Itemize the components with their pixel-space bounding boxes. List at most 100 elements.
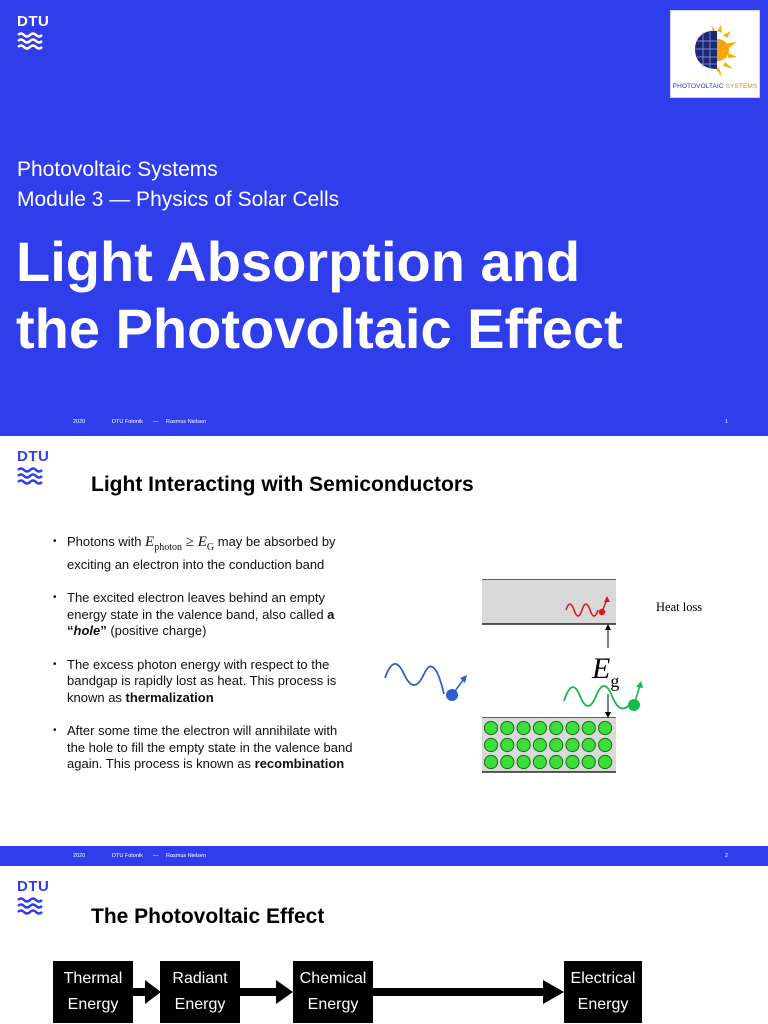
excitation-wave bbox=[563, 685, 631, 710]
module-name: Module 3 — Physics of Solar Cells bbox=[17, 188, 340, 211]
footer-separator: — bbox=[153, 419, 159, 425]
bullet-item: After some time the electron will annihi… bbox=[53, 723, 353, 773]
dtu-logo: DTU bbox=[17, 879, 49, 919]
dtu-logo: DTU bbox=[17, 449, 49, 489]
incoming-photon-wave bbox=[384, 663, 445, 695]
bullet-item: Photons with Ephoton ≥ EG may be absorbe… bbox=[53, 534, 353, 573]
dtu-waves-icon bbox=[17, 897, 43, 915]
valence-electron bbox=[581, 737, 596, 753]
valence-electron bbox=[598, 737, 613, 753]
title-slide: DTU bbox=[0, 0, 768, 436]
footer-author: Rasmus Nielsen bbox=[166, 419, 207, 425]
conduction-band bbox=[482, 580, 616, 624]
valence-electron bbox=[532, 720, 547, 736]
flow-arrow-1 bbox=[133, 980, 161, 1004]
bullet-list: Photons with Ephoton ≥ EG may be absorbe… bbox=[53, 534, 353, 790]
valence-electron bbox=[516, 720, 531, 736]
footer-page-number: 2 bbox=[725, 853, 729, 859]
valence-electrons bbox=[483, 720, 613, 770]
flow-box-electrical: Electrical Energy bbox=[564, 961, 642, 1023]
solar-brain-icon bbox=[695, 25, 737, 77]
course-header: Photovoltaic Systems Module 3 — Physics … bbox=[17, 155, 339, 215]
bullet-text: The excited electron leaves behind an em… bbox=[67, 590, 328, 622]
footer-author: Rasmus Nielsen bbox=[166, 853, 207, 859]
slide-heading: Light Interacting with Semiconductors bbox=[91, 473, 474, 496]
thermalization-wave bbox=[565, 603, 599, 617]
valence-electron bbox=[565, 737, 580, 753]
bandgap-symbol-e: E bbox=[591, 652, 610, 685]
bullet-emphasis: a “hole” bbox=[67, 607, 334, 639]
hot-electron-arrowhead bbox=[604, 596, 610, 602]
flow-box-line2: Energy bbox=[67, 996, 119, 1013]
energy-flow-diagram: Thermal Energy Radiant Energy Chemical E… bbox=[0, 961, 768, 1023]
valence-electron bbox=[581, 720, 596, 736]
valence-electron bbox=[598, 754, 613, 770]
valence-electron bbox=[549, 720, 564, 736]
footer-org: DTU Fotonik bbox=[112, 853, 143, 859]
badge-caption: PHOTOVOLTAIC SYSTEMS bbox=[671, 83, 759, 90]
valence-electron bbox=[500, 737, 515, 753]
flow-box-chemical: Chemical Energy bbox=[293, 961, 373, 1023]
inequality-formula: Ephoton ≥ EG bbox=[145, 534, 214, 553]
bandgap-arrowhead-down bbox=[605, 712, 611, 718]
bandgap-arrowhead-up bbox=[605, 624, 611, 630]
bullet-text: (positive charge) bbox=[106, 623, 207, 638]
dtu-logo: DTU bbox=[17, 14, 49, 54]
slide-footer: 2020 DTU Fotonik — Rasmus Nielsen 2 bbox=[0, 846, 768, 866]
valence-electron bbox=[483, 737, 499, 753]
bullet-text: Photons with bbox=[67, 534, 146, 549]
valence-electron bbox=[516, 754, 531, 770]
slide-heading: The Photovoltaic Effect bbox=[91, 905, 325, 928]
valence-electron bbox=[483, 754, 499, 770]
formula-operator: ≥ bbox=[182, 534, 198, 550]
title-line-2: the Photovoltaic Effect bbox=[16, 297, 623, 360]
bullet-text: After some time the electron will annihi… bbox=[67, 723, 353, 771]
formula-e-photon: E bbox=[145, 534, 155, 550]
valence-electron bbox=[532, 737, 547, 753]
slide-title: Light Absorption and the Photovoltaic Ef… bbox=[16, 228, 756, 362]
valence-electron bbox=[565, 720, 580, 736]
bullet-emphasis-hole: hole bbox=[73, 623, 101, 638]
valence-electron bbox=[549, 737, 564, 753]
content-slide-semiconductors: DTU Light Interacting with Semiconductor… bbox=[0, 436, 768, 866]
footer-separator: — bbox=[153, 853, 159, 859]
badge-caption-main: PHOTOVOLTAIC bbox=[672, 83, 724, 90]
photovoltaic-systems-badge: PHOTOVOLTAIC SYSTEMS bbox=[670, 10, 760, 98]
bullet-emphasis-open: a “ bbox=[67, 606, 335, 639]
photon-electron-arrowhead bbox=[460, 675, 467, 683]
flow-box-radiant: Radiant Energy bbox=[160, 961, 240, 1023]
valence-electron bbox=[549, 754, 564, 770]
course-name: Photovoltaic Systems bbox=[17, 158, 218, 181]
dtu-logo-text: DTU bbox=[17, 448, 50, 465]
slide-footer: 2020 DTU Fotonik — Rasmus Nielsen 1 bbox=[0, 412, 768, 432]
bullet-text: The excess photon energy with respect to… bbox=[67, 656, 337, 705]
footer-page-number: 1 bbox=[725, 419, 729, 425]
dtu-logo-text: DTU bbox=[17, 13, 50, 30]
valence-electron bbox=[516, 737, 531, 753]
formula-e-gap: E bbox=[197, 534, 207, 550]
valence-electron bbox=[581, 754, 596, 770]
valence-electron bbox=[598, 720, 613, 736]
bandgap-symbol-sub: g bbox=[610, 671, 619, 691]
badge-caption-accent: SYSTEMS bbox=[725, 83, 758, 90]
heat-loss-label: Heat loss bbox=[656, 600, 702, 614]
bandgap-symbol: Eg bbox=[591, 652, 619, 691]
bullet-item: The excited electron leaves behind an em… bbox=[53, 590, 353, 640]
dtu-waves-icon bbox=[17, 32, 43, 50]
footer-org: DTU Fotonik bbox=[112, 419, 143, 425]
photon-electron-arrow bbox=[451, 678, 465, 696]
footer-year: 2020 bbox=[73, 853, 86, 859]
bullet-emphasis: thermalization bbox=[125, 689, 214, 705]
bullet-emphasis-close: ” bbox=[100, 623, 107, 638]
content-slide-photovoltaic-effect: DTU The Photovoltaic Effect Thermal Ener… bbox=[0, 862, 768, 1024]
flow-box-line1: Chemical bbox=[299, 970, 367, 987]
valence-electron bbox=[483, 720, 499, 736]
valence-electron bbox=[500, 754, 515, 770]
bullet-emphasis: recombination bbox=[254, 756, 345, 771]
flow-box-line2: Energy bbox=[577, 996, 629, 1013]
flow-box-line2: Energy bbox=[174, 996, 226, 1013]
excited-electron-arrowhead bbox=[636, 681, 643, 688]
flow-box-line2: Energy bbox=[307, 996, 359, 1013]
valence-electron bbox=[565, 754, 580, 770]
footer-year: 2020 bbox=[73, 419, 86, 425]
